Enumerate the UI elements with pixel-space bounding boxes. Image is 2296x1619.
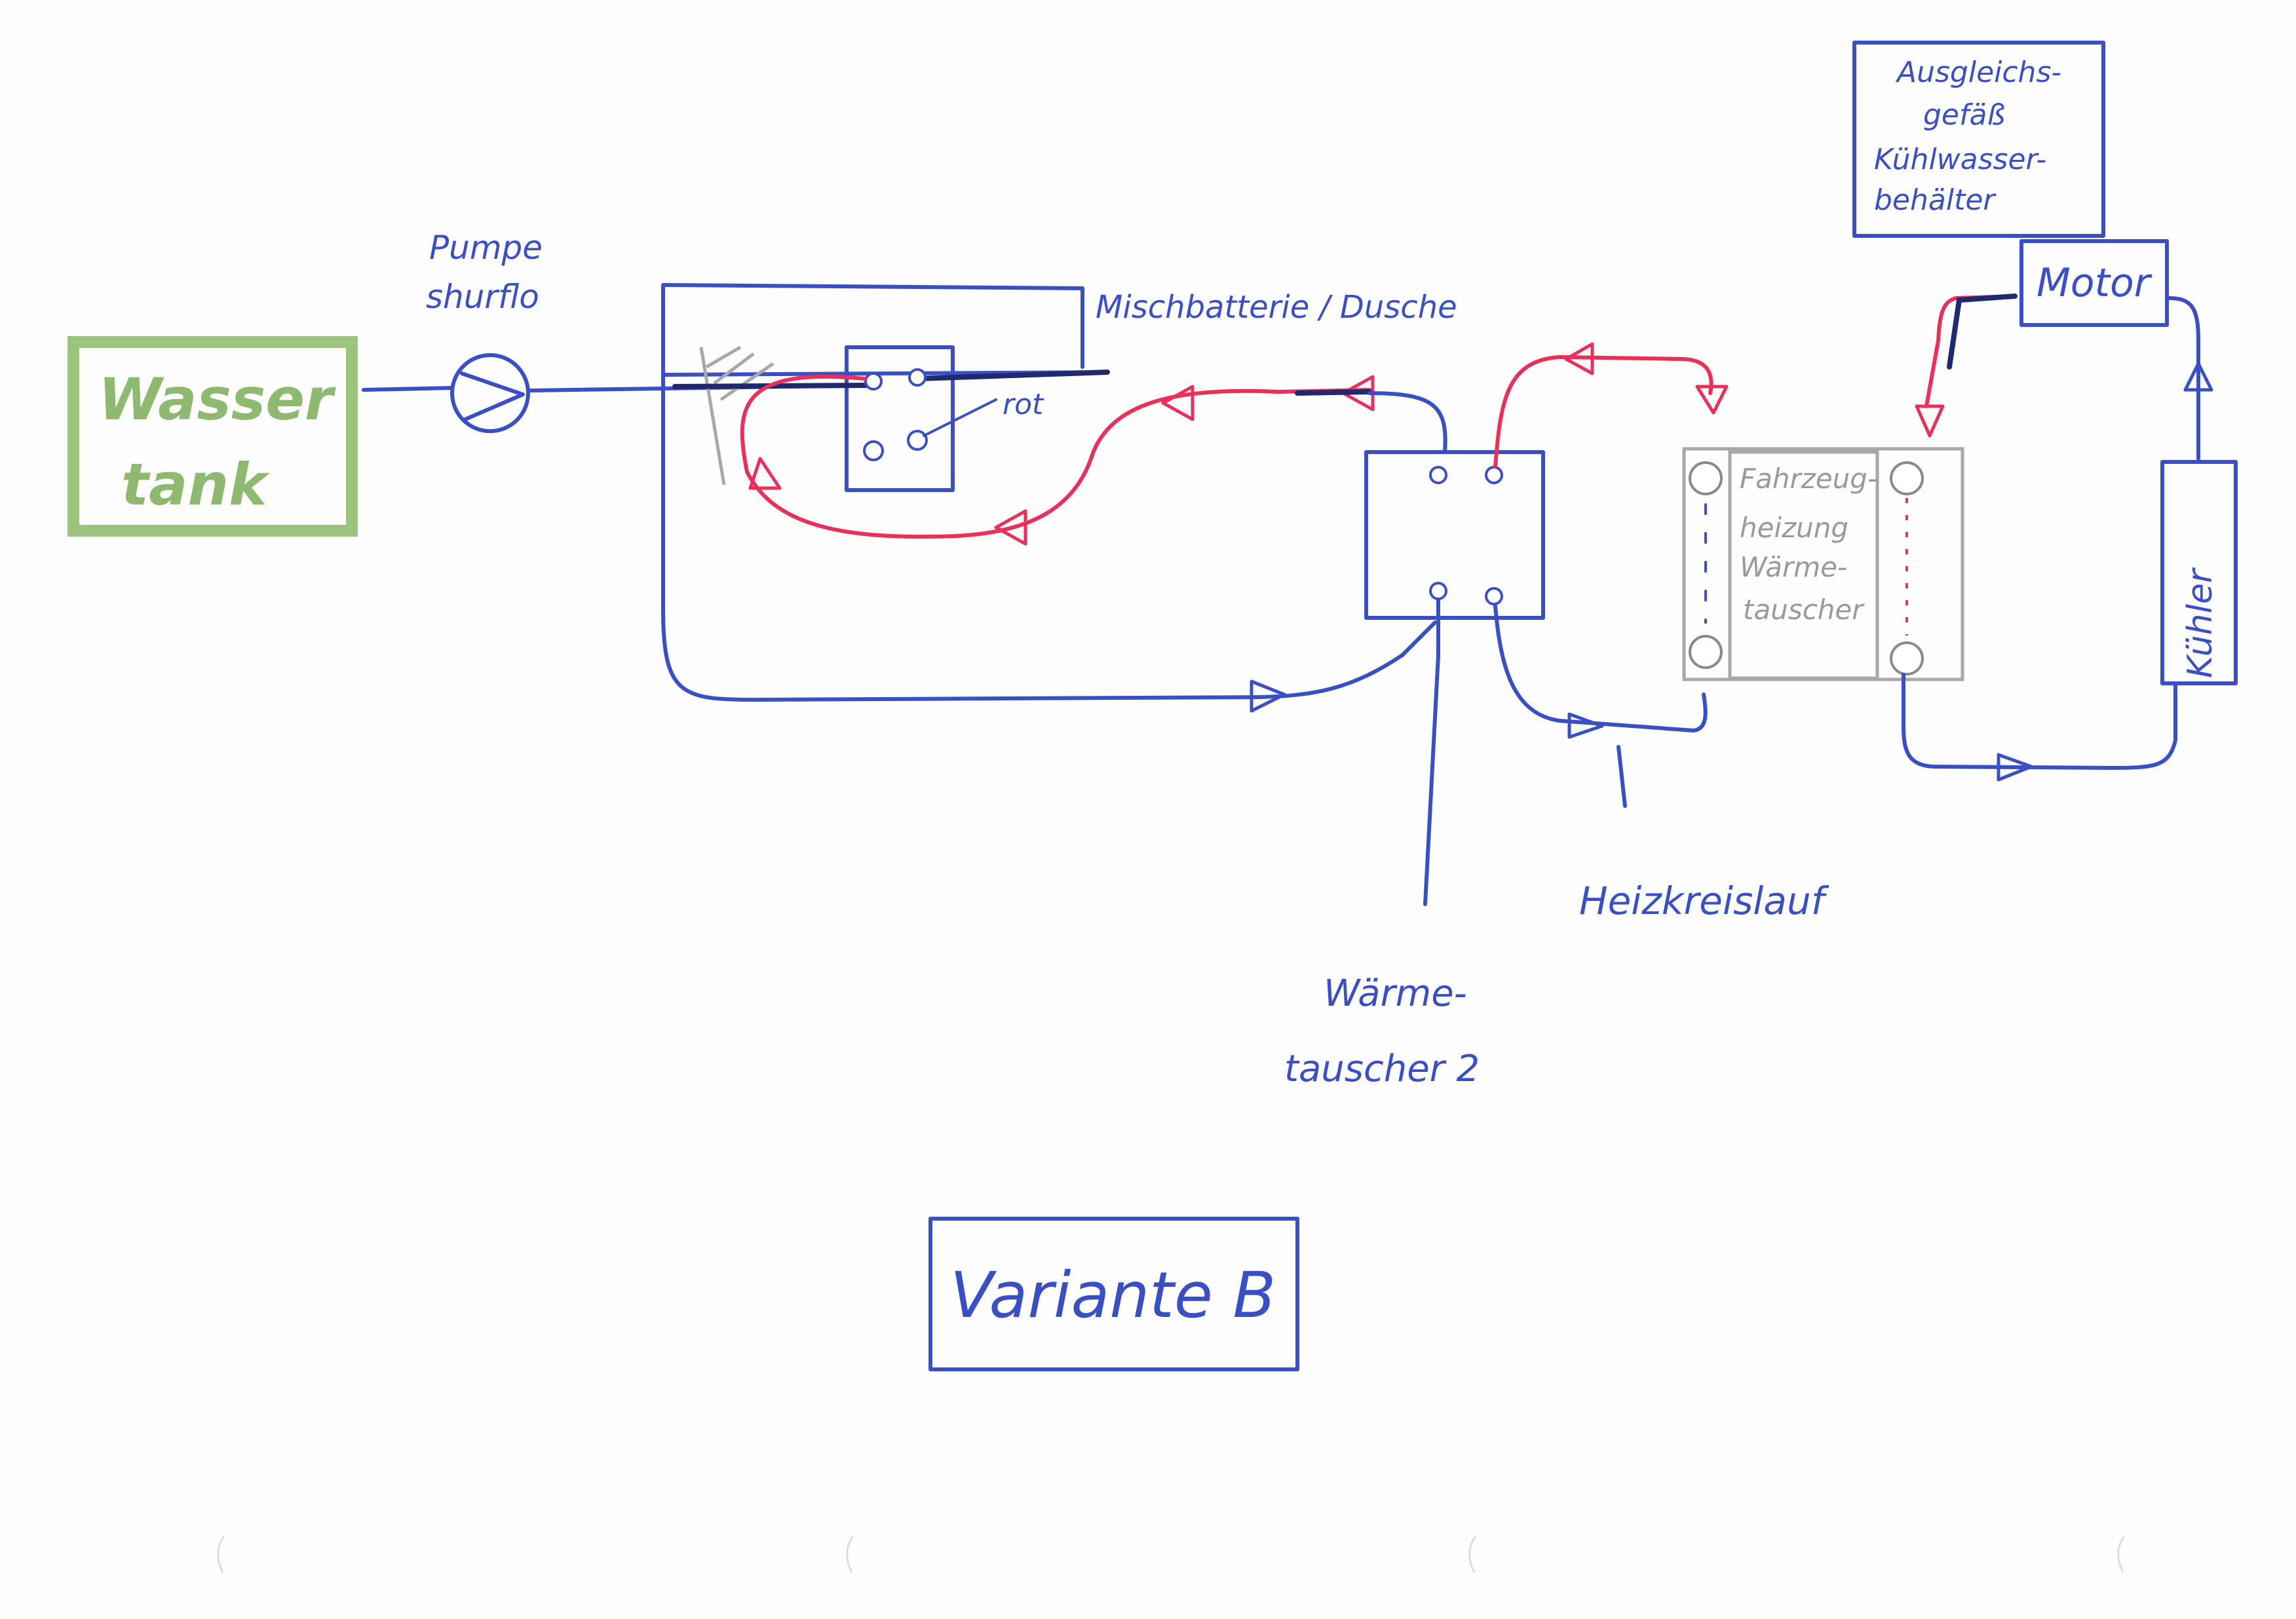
motor-to-heater-hot [1924, 294, 2017, 408]
mixer-port-out1 [863, 440, 884, 461]
pump-label: Pumpe shurflo [426, 229, 553, 316]
vh-port-out-right [1890, 641, 1924, 676]
red-arrow-1 [748, 457, 782, 490]
variant-label: Variante B [950, 1259, 1276, 1332]
hot-pointer [923, 398, 997, 437]
radiator-return [1902, 673, 2177, 770]
hx2-pointer [1423, 598, 1440, 906]
vehicle-heater-inner [1728, 450, 1879, 680]
hx2-port-1 [1429, 466, 1447, 484]
red-arrow-5 [1564, 342, 1594, 375]
vh-port-in-left [1689, 461, 1723, 495]
heating-circuit-label: Heizkreislauf [1579, 879, 1829, 923]
mixer-frame [661, 283, 1437, 702]
radiator-box [2160, 460, 2238, 685]
variant-box [928, 1217, 1299, 1371]
red-arrow-3 [1161, 385, 1195, 421]
mixer-port-out2 [907, 430, 928, 451]
motor-outlet-dark [1947, 294, 2018, 370]
motor-label: Motor [2037, 260, 2152, 306]
hx2-port-3 [1429, 582, 1447, 600]
margin-marks [217, 1536, 2126, 1573]
heating-hot-line [1493, 355, 1713, 468]
water-tank-box [67, 336, 358, 537]
vehicle-heater-label: Fahrzeug- heizung Wärme- tauscher [1740, 463, 1886, 626]
heat-exchanger-2-box [1364, 450, 1545, 620]
hx2-port-2 [1485, 466, 1503, 484]
blue-arrow-radiator-return [1997, 753, 2033, 782]
blue-arrow-return [1250, 679, 1286, 713]
heat-exchanger-2-label: Wärme- tauscher 2 [1284, 972, 1480, 1090]
mixer-hatching [699, 345, 775, 486]
red-arrow-6 [1695, 385, 1729, 415]
pump-symbol [450, 353, 530, 433]
motor-box [2019, 239, 2169, 327]
hot-water-loop [740, 374, 1371, 539]
heating-pointer [1617, 745, 1627, 808]
red-arrow-2 [994, 509, 1027, 546]
red-arrow-7 [1915, 404, 1945, 438]
vh-port-out-left [1689, 635, 1723, 669]
mixer-label: Mischbatterie / Dusche [1096, 289, 1457, 326]
pump-triangle [460, 371, 525, 421]
pipe-mixer-to-hx2 [1368, 391, 1447, 454]
radiator-label: Kühler [2181, 567, 2220, 678]
heating-return-line [1493, 604, 1708, 733]
blue-arrow-radiator-up [2183, 362, 2213, 392]
motor-to-radiator [2167, 296, 2200, 461]
hot-label: rot [1003, 388, 1044, 421]
expansion-tank-box [1852, 41, 2105, 238]
mixer-port-hot [908, 368, 927, 387]
vh-port-in-right [1890, 461, 1924, 495]
hot-outlet-dark [1295, 389, 1372, 396]
mixer-port-cold [864, 372, 883, 390]
hx2-port-4 [1485, 587, 1503, 605]
blue-arrow-heating [1567, 712, 1604, 739]
expansion-tank-label: Ausgleichs- gefäß Kühlwasser- behälter [1874, 56, 2071, 217]
mixer-valve-box [845, 345, 955, 492]
pipe-tank-to-pump [362, 386, 454, 392]
